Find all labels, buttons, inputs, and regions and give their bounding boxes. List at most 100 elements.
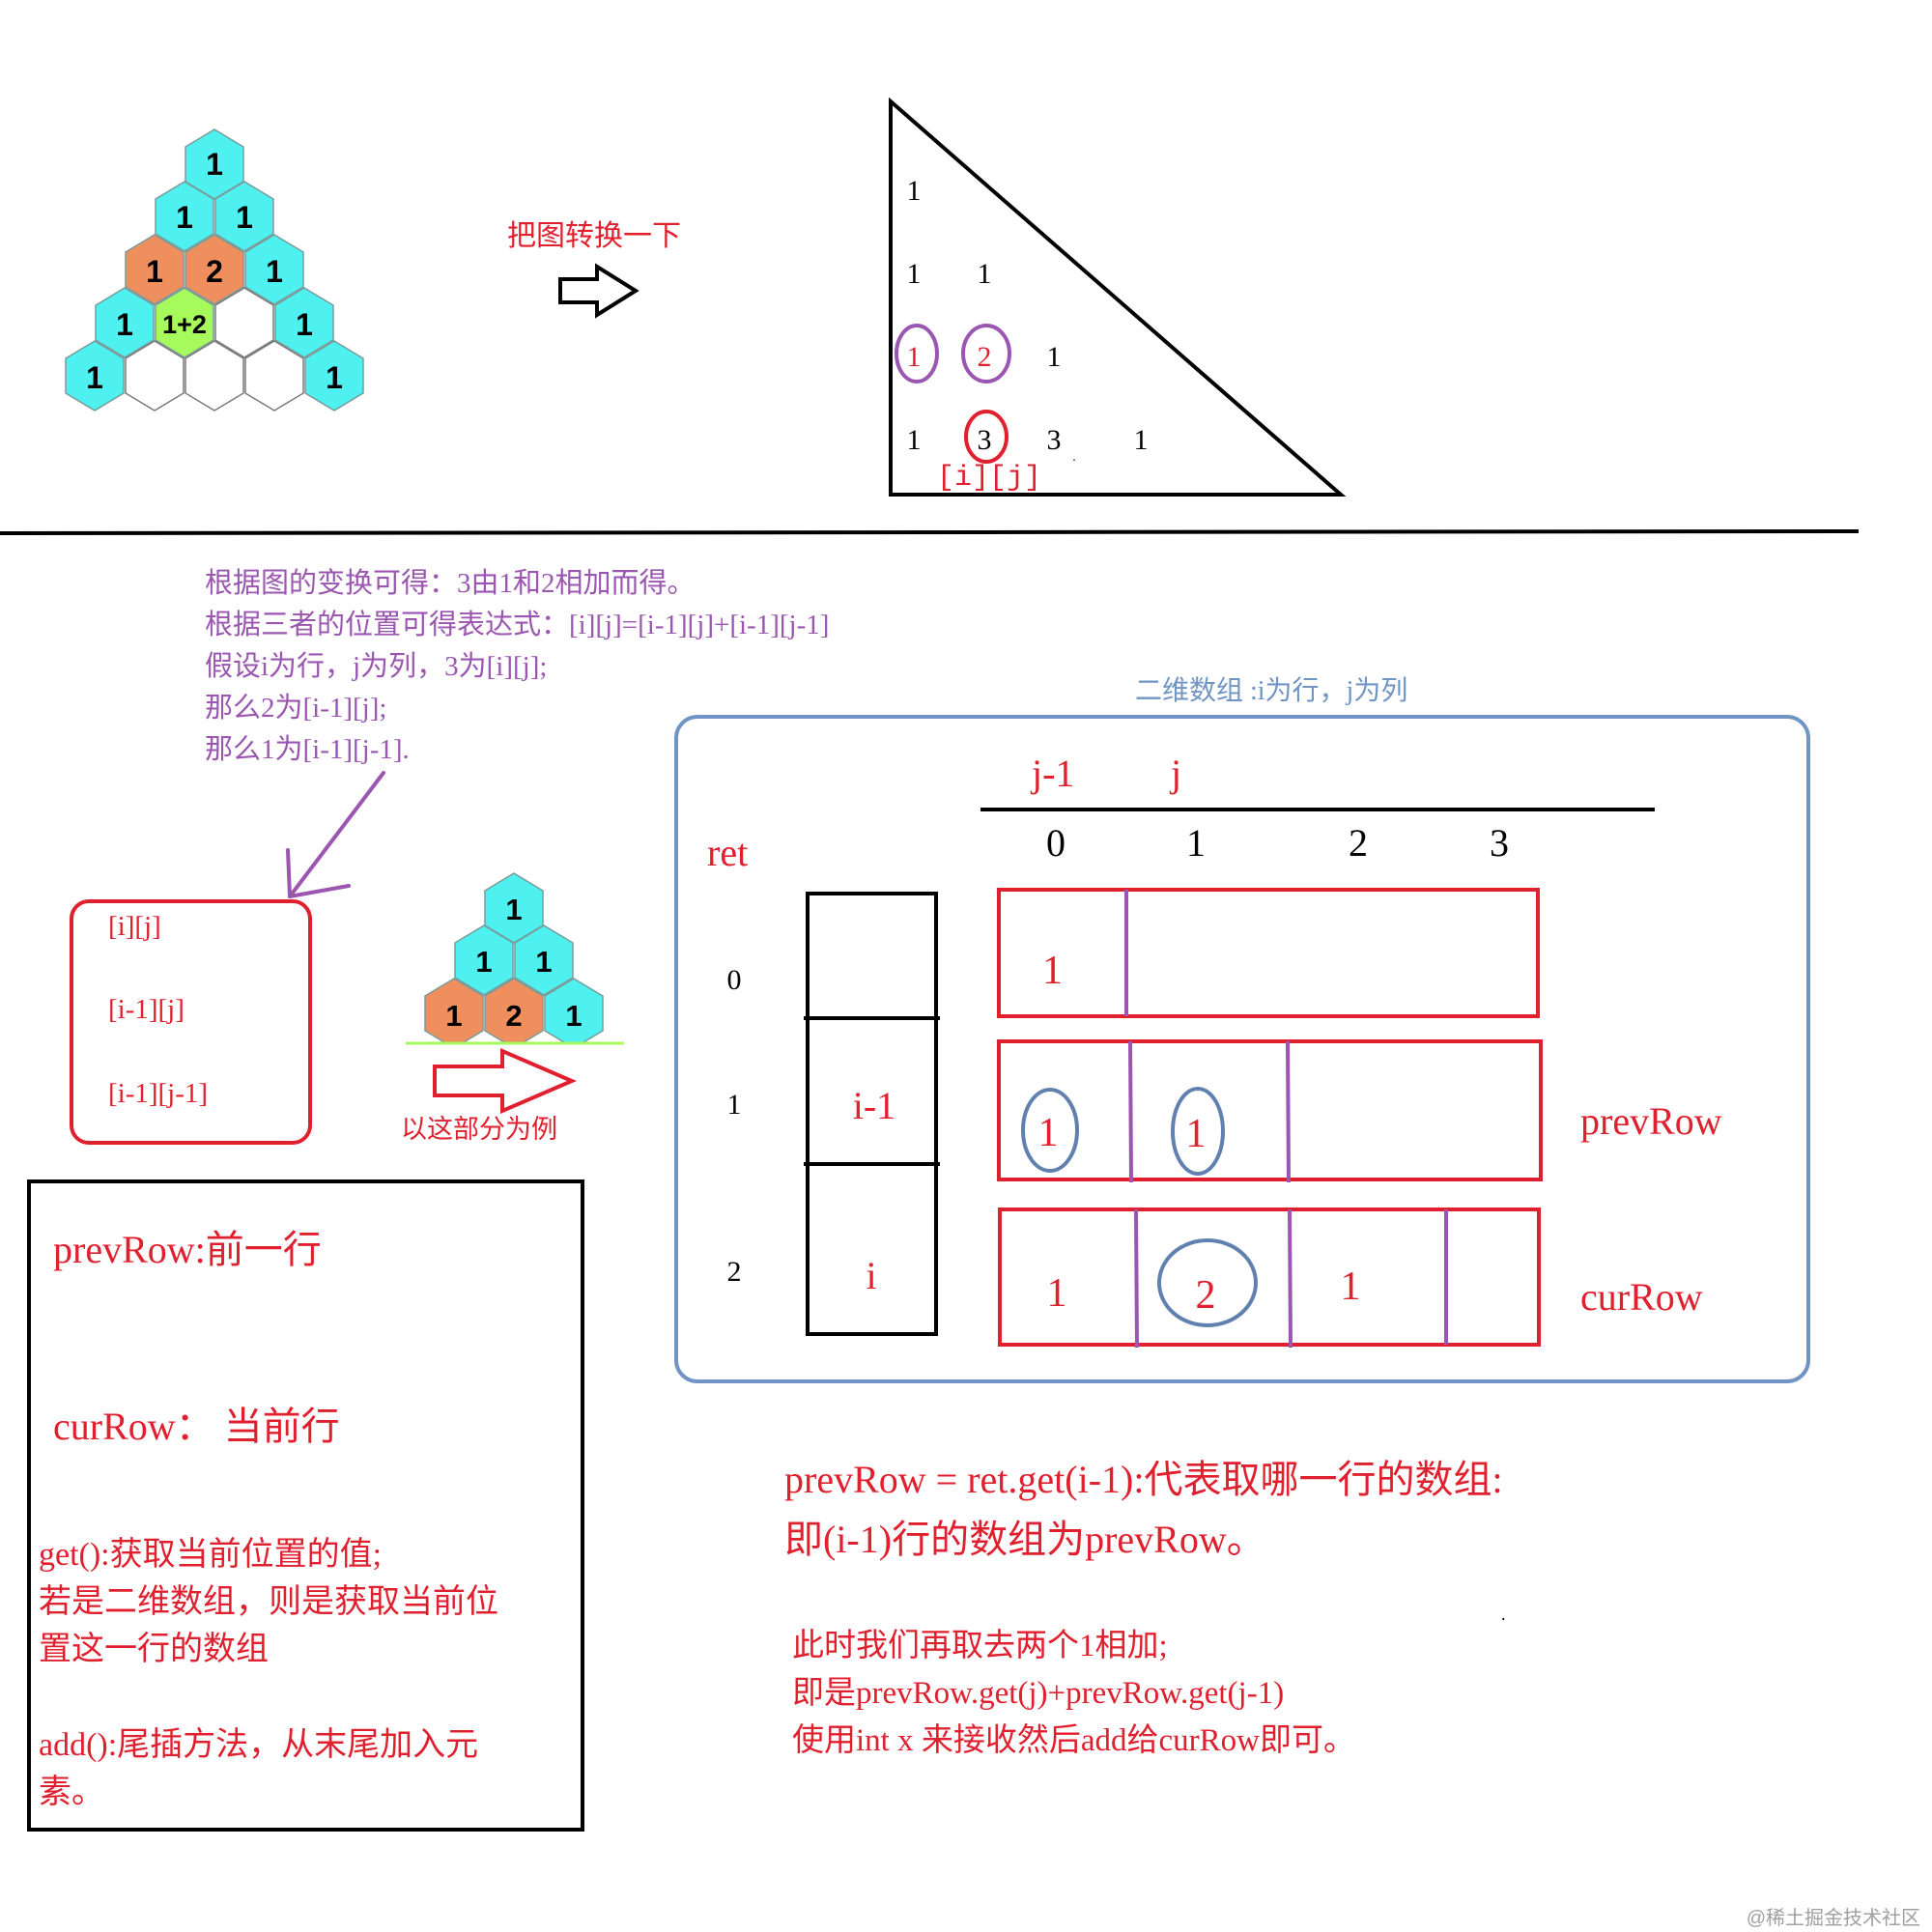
hex-cell: 1	[125, 234, 185, 305]
triangle-value: 1	[1047, 341, 1062, 373]
def-prev: prevRow:前一行	[53, 1228, 322, 1271]
col-label: j	[1169, 752, 1181, 795]
cur-row-label: curRow	[1580, 1275, 1703, 1319]
explanation-line: 假设i为行，j为列，3为[i][j];	[205, 650, 547, 682]
hex-value: 1	[146, 254, 163, 289]
hex-value: 1	[86, 360, 103, 395]
hex-value: 1	[206, 147, 223, 182]
highlight-circle	[1171, 1087, 1225, 1176]
triangle-value: 1	[1134, 424, 1149, 456]
triangle-value: 1	[907, 175, 922, 207]
prev-row-label: prevRow	[1580, 1099, 1722, 1143]
explanation-line: 那么2为[i-1][j];	[205, 692, 386, 724]
array-title: 二维数组 :i为行，j为列	[1135, 675, 1407, 706]
col-index: 0	[1046, 821, 1065, 865]
col-label: j-1	[1030, 752, 1074, 795]
col-index: 2	[1349, 821, 1368, 865]
def-get-line: 若是二维数组，则是获取当前位	[39, 1583, 498, 1620]
index-item: [i-1][j]	[108, 994, 185, 1025]
col-index: 3	[1490, 821, 1509, 865]
triangle-value: 1	[907, 341, 922, 373]
hex-value: 1	[475, 945, 492, 979]
hex-value: 1	[266, 254, 283, 289]
def-add-line: 素。	[39, 1774, 104, 1810]
array-value: 1	[1186, 1112, 1207, 1156]
hex-cell: 1	[214, 181, 274, 252]
right-triangle: 1 1 1 1 2 1 1 3 3 . 1 [i][j]	[889, 97, 1347, 497]
ret-cell-label: i-1	[853, 1084, 895, 1127]
hex-cell: 1	[484, 872, 544, 944]
hex-cell: 1	[304, 340, 364, 412]
array-value: 1	[1038, 1111, 1059, 1155]
hex-cell: 1	[95, 287, 155, 358]
explanation: 根据图的变换可得：3由1和2相加而得。 根据三者的位置可得表达式：[i][j]=…	[205, 567, 829, 765]
bottom-line: prevRow = ret.get(i-1):代表取哪一行的数组:	[784, 1458, 1503, 1501]
triangle-value: 1	[978, 258, 992, 290]
hex-value: 2	[206, 254, 223, 289]
hex-cell: 1	[544, 978, 604, 1043]
index-label: [i][j]	[937, 462, 1041, 495]
highlight-circle	[1021, 1088, 1079, 1173]
array-value: 1	[1047, 1271, 1067, 1316]
row-index: 0	[727, 964, 742, 996]
def-get-line: get():获取当前位置的值;	[39, 1536, 382, 1573]
triangle-value: 3	[978, 424, 992, 456]
index-item: [i][j]	[108, 911, 161, 942]
hex-cell: 1	[155, 181, 214, 252]
def-add-line: add():尾插方法，从末尾加入元	[39, 1726, 478, 1763]
divider	[0, 529, 1860, 535]
def-get-line: 置这一行的数组	[39, 1631, 269, 1667]
hex-value: 1	[116, 307, 133, 342]
row-index: 1	[727, 1089, 742, 1121]
def-cur: curRow： 当前行	[53, 1405, 340, 1448]
bottom-small-line: 使用int x 来接收然后add给curRow即可。	[792, 1722, 1355, 1758]
array-row-1: 1 1	[997, 1039, 1543, 1183]
array-row-0: 1	[997, 888, 1540, 1018]
index-box	[70, 899, 312, 1145]
hex-value: 1	[236, 200, 253, 235]
explanation-line: 那么1为[i-1][j-1].	[205, 733, 410, 765]
hex-cell	[214, 287, 274, 358]
explanation-line: 根据三者的位置可得表达式：[i][j]=[i-1][j]+[i-1][j-1]	[205, 609, 829, 640]
hex-cell: 1	[274, 287, 334, 358]
watermark: @稀土掘金技术社区	[1747, 1907, 1920, 1929]
pascal-hex-pyramid-small: 1 1 1 1 2 1	[406, 872, 624, 1045]
hex-cell: 1	[185, 128, 244, 200]
stray-dot: .	[1501, 1605, 1506, 1624]
row-index: 2	[727, 1256, 742, 1288]
triangle-value: 1	[907, 258, 922, 290]
pointer-arrow-icon	[286, 771, 385, 898]
array-row-2: 1 2 1	[998, 1208, 1541, 1349]
ret-cell-label: i	[866, 1254, 876, 1297]
triangle-value: 1	[907, 424, 922, 456]
triangle-value: 3	[1047, 424, 1062, 456]
hex-value: 1	[296, 307, 313, 342]
hex-value: 1	[445, 999, 462, 1033]
array-value: 2	[1196, 1273, 1216, 1318]
explanation-line: 根据图的变换可得：3由1和2相加而得。	[205, 567, 696, 599]
hex-cell: 1	[244, 234, 304, 305]
highlight-circle	[964, 410, 1009, 464]
bottom-line: 即(i-1)行的数组为prevRow。	[784, 1518, 1265, 1561]
highlight-circle	[895, 324, 939, 384]
array-value: 1	[1042, 949, 1063, 993]
bottom-small-line: 此时我们再取去两个1相加;	[792, 1628, 1168, 1663]
hex-cell	[125, 340, 185, 412]
example-label: 以这部分为例	[401, 1115, 557, 1144]
array-box	[674, 715, 1810, 1383]
highlight-circle	[1157, 1238, 1258, 1327]
hex-cell: 1	[424, 978, 484, 1043]
hex-cell	[244, 340, 304, 412]
hex-value: 1+2	[162, 310, 207, 339]
hex-cell: 1+2	[155, 287, 214, 358]
bottom-small-line: 即是prevRow.get(j)+prevRow.get(j-1)	[792, 1676, 1284, 1711]
right-arrow-icon	[558, 263, 639, 319]
ret-label: ret	[707, 831, 748, 874]
hex-value: 1	[565, 999, 582, 1033]
hex-cell: 2	[185, 234, 244, 305]
index-item: [i-1][j-1]	[108, 1078, 208, 1109]
transform-label: 把图转换一下	[507, 220, 681, 252]
hex-value: 1	[535, 945, 552, 979]
col-index: 1	[1186, 821, 1206, 865]
